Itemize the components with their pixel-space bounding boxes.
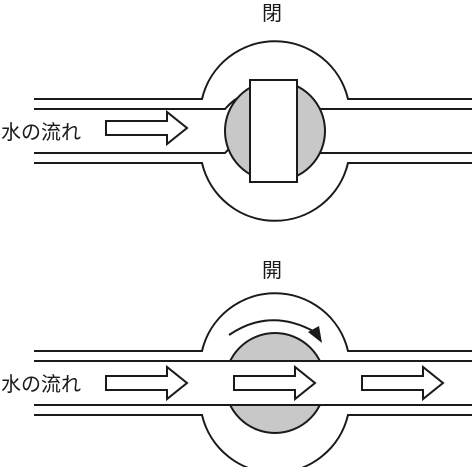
open-flow-label: 水の流れ	[1, 372, 81, 396]
open-valve: 開 水の流れ	[1, 258, 472, 467]
open-flow-arrow-2	[233, 364, 317, 402]
open-title: 開	[262, 258, 282, 282]
open-valve-housing	[34, 292, 472, 467]
open-flow-arrow-3	[361, 364, 445, 402]
closed-valve: 閉 水の流れ	[1, 1, 472, 222]
closed-flow-arrow	[105, 109, 189, 147]
rotation-arrow-head	[308, 326, 322, 343]
closed-flow-label: 水の流れ	[1, 120, 81, 144]
open-flow-arrow-1	[105, 364, 189, 402]
closed-valve-bore	[249, 79, 298, 183]
closed-title: 閉	[262, 1, 282, 25]
rotation-arrow	[228, 319, 316, 336]
